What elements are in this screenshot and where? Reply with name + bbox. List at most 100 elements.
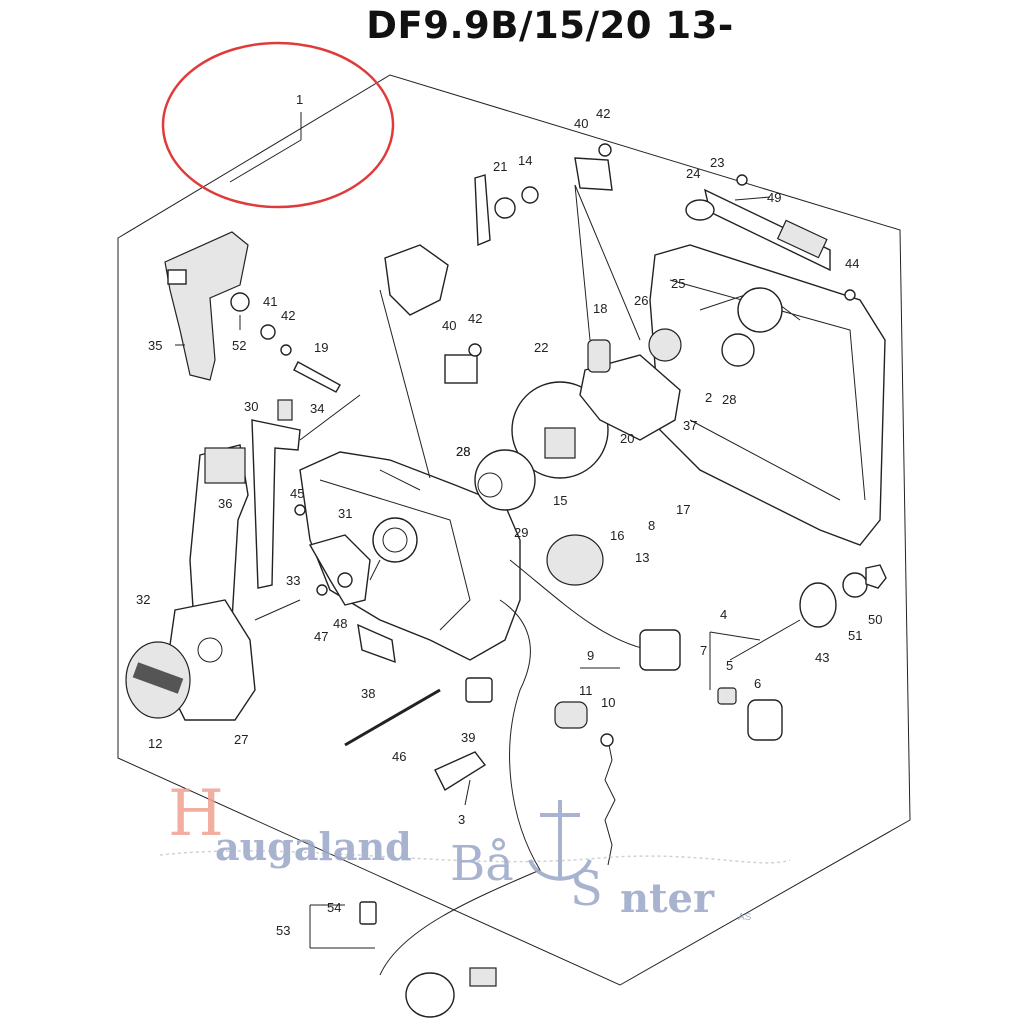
nut-42-top [598, 143, 612, 157]
diagram-frame [117, 74, 911, 986]
callout-labels: 1 42 40 21 14 24 23 49 44 41 42 19 35 52… [136, 92, 882, 938]
callout-43: 43 [815, 650, 829, 665]
callout-2: 2 [705, 390, 712, 405]
callout-10: 10 [601, 695, 615, 710]
nut-50 [865, 564, 887, 589]
nut-42-left [280, 344, 292, 356]
housing-bore-inner [382, 527, 408, 553]
callout-16: 16 [610, 528, 624, 543]
leader-line [574, 184, 641, 341]
callout-13: 13 [635, 550, 649, 565]
callout-22: 22 [534, 340, 548, 355]
callout-20: 20 [620, 431, 634, 446]
callout-39: 39 [461, 730, 475, 745]
callout-18: 18 [593, 301, 607, 316]
leader-line [464, 779, 471, 806]
cover-hub-2 [721, 333, 755, 367]
callout-1: 1 [296, 92, 303, 107]
callout-29: 29 [514, 525, 528, 540]
callout-4: 4 [720, 607, 727, 622]
wire-harness [379, 599, 541, 976]
callout-30: 30 [244, 399, 258, 414]
callout-42-c: 42 [468, 311, 482, 326]
watermark-word-1: augaland [215, 824, 412, 869]
callout-21: 21 [493, 159, 507, 174]
wire-harness-2 [509, 559, 651, 651]
leader-line [229, 139, 302, 183]
spring-34 [277, 399, 293, 421]
washer-14 [521, 186, 539, 204]
lanyard-10 [604, 739, 616, 866]
bolt-48 [337, 572, 353, 588]
callout-42-a: 42 [596, 106, 610, 121]
callout-25: 25 [671, 276, 685, 291]
leader-line [574, 184, 591, 341]
cap-emblem [132, 662, 184, 694]
leader-line [709, 631, 761, 641]
connector-plug [469, 967, 497, 987]
lever-base-hole [197, 637, 223, 663]
clip-39 [465, 677, 493, 703]
cover-hub [737, 287, 783, 333]
callout-23: 23 [710, 155, 724, 170]
leader-line [369, 559, 381, 581]
callout-45: 45 [290, 486, 304, 501]
callout-50: 50 [868, 612, 882, 627]
cam-plate-31 [308, 534, 371, 606]
gear-26 [648, 328, 682, 362]
callout-17: 17 [676, 502, 690, 517]
callout-28-a: 28 [722, 392, 736, 407]
watermark-word-4: nter [620, 875, 715, 922]
lever-bracket-top [384, 244, 449, 316]
watermark-anchor-icon [528, 800, 592, 881]
callout-9: 9 [587, 648, 594, 663]
callout-31: 31 [338, 506, 352, 521]
leader-line [299, 394, 361, 441]
bushing-29-inner [477, 472, 503, 498]
shaft-18 [587, 339, 611, 373]
washer-41 [260, 324, 276, 340]
callout-15: 15 [553, 493, 567, 508]
callout-40-a: 40 [574, 116, 588, 131]
leader-line [729, 619, 801, 661]
callout-28-c: 28 [456, 444, 470, 459]
callout-24: 24 [686, 166, 700, 181]
callout-41: 41 [263, 294, 277, 309]
callout-53: 53 [276, 923, 290, 938]
highlight-circle [161, 41, 395, 209]
callout-3: 3 [458, 812, 465, 827]
leader-line [734, 196, 771, 201]
callout-26: 26 [634, 293, 648, 308]
bracket-20 [579, 354, 681, 441]
lever-top-block [204, 447, 246, 484]
washer-51 [842, 572, 868, 598]
watermark-word-3: S [570, 861, 603, 917]
watermark-word-2: Bå [450, 836, 514, 892]
switch-9 [554, 701, 588, 729]
callout-33: 33 [286, 573, 300, 588]
callout-49: 49 [767, 190, 781, 205]
lever-arm-30 [251, 419, 301, 589]
clamp-3 [434, 751, 487, 792]
callout-6: 6 [754, 676, 761, 691]
callout-47: 47 [314, 629, 328, 644]
lanyard-clip [600, 733, 614, 747]
watermark-suffix: AS [738, 912, 752, 923]
callout-42-b: 42 [281, 308, 295, 323]
bracket-40-mid [444, 354, 478, 384]
bolt-46 [344, 688, 441, 747]
bushing-29 [474, 449, 536, 511]
page-title: DF9.9B/15/20 13- [366, 4, 734, 47]
housing-bore [372, 517, 418, 563]
leader-line [379, 289, 431, 479]
callout-46: 46 [392, 749, 406, 764]
callout-37: 37 [683, 418, 697, 433]
callout-12: 12 [148, 736, 162, 751]
callout-34: 34 [310, 401, 324, 416]
screw-49 [736, 174, 748, 186]
switch-housing-4 [639, 629, 681, 671]
key-5 [717, 687, 737, 705]
fuse-54 [359, 901, 377, 925]
watermark-wave [159, 850, 791, 864]
pin-19 [293, 361, 341, 393]
